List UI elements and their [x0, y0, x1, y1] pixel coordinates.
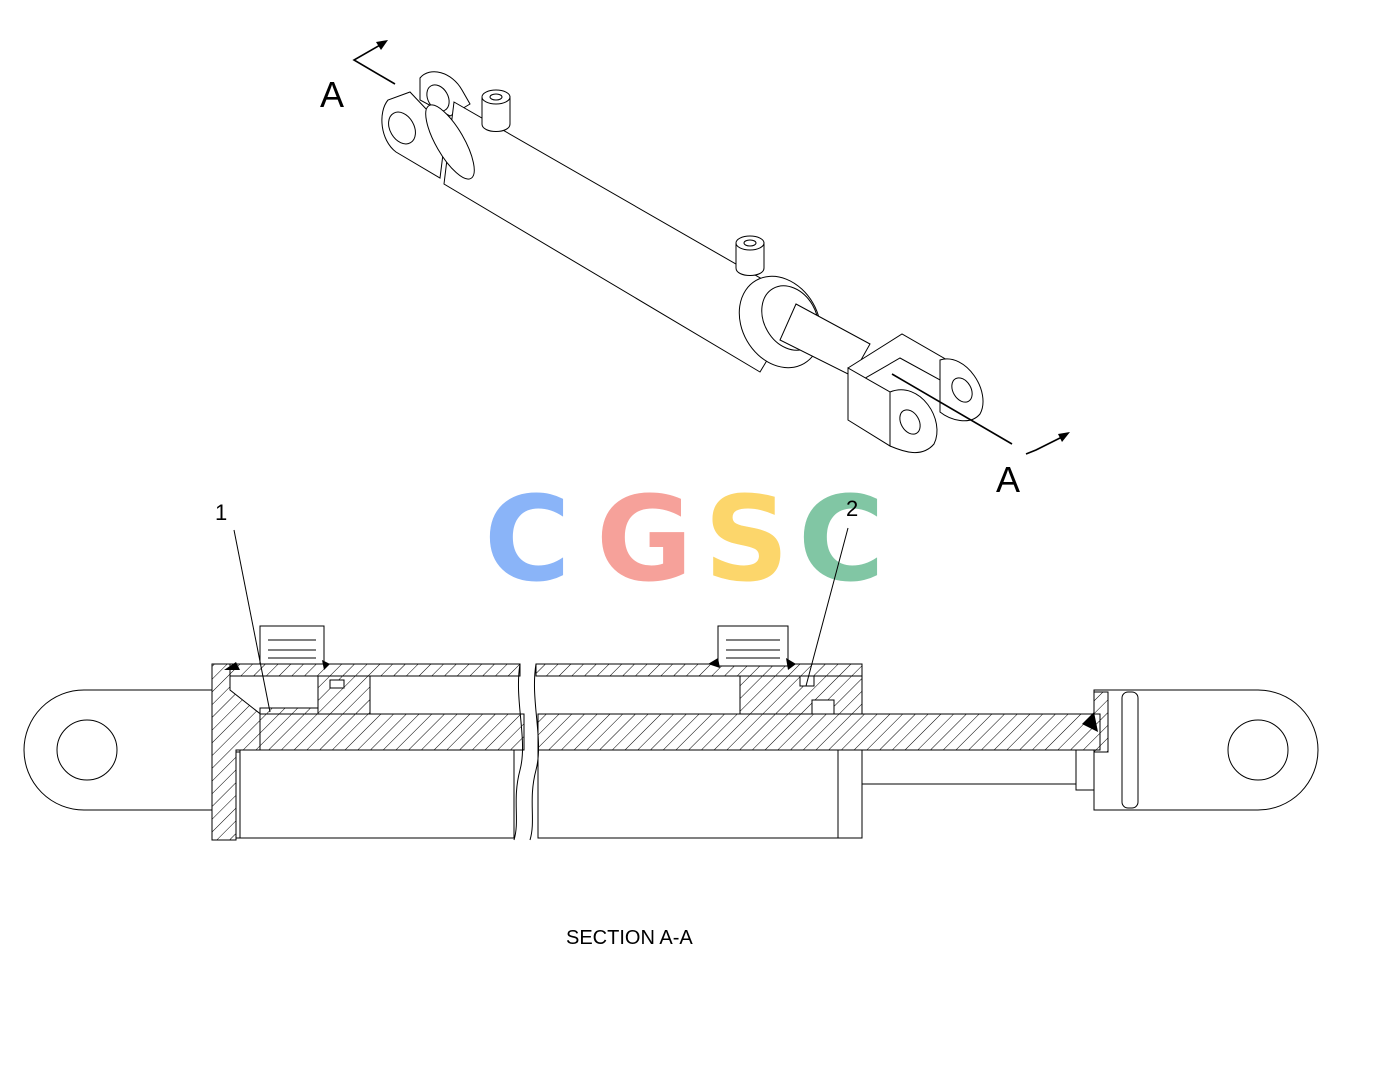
isometric-view: A [320, 40, 1070, 500]
barrel-wall-right [535, 663, 863, 677]
section-title: SECTION A-A [566, 927, 693, 949]
break-line [513, 663, 523, 841]
watermark-letter-c1: C [484, 470, 571, 608]
section-view [23, 527, 1319, 841]
callout-2-leader [805, 527, 849, 687]
section-marker-bottom: A [996, 459, 1020, 500]
section-arrow-bottom [891, 373, 1070, 455]
rod-end-weld [1082, 712, 1098, 732]
callout-2-label: 2 [846, 496, 858, 521]
barrel-body [239, 749, 515, 839]
rod-end-eye [1093, 689, 1319, 811]
rod-section-left [259, 713, 525, 751]
callout-1-leader [233, 529, 271, 713]
rear-port-section [224, 625, 330, 670]
watermark-letter-g: G [596, 470, 693, 608]
rod-clevis [847, 333, 984, 453]
callout-1-label: 1 [215, 500, 227, 525]
watermark-letter-c2: C [798, 470, 885, 608]
barrel-wall-left [227, 663, 521, 677]
front-port-section [708, 625, 796, 670]
front-port [735, 235, 765, 276]
watermark: C G S C [484, 470, 885, 608]
section-arrow-top [352, 40, 396, 85]
watermark-letter-s: S [704, 470, 789, 608]
section-marker-top: A [320, 74, 344, 115]
rear-port [481, 89, 511, 132]
rear-eye [23, 689, 212, 811]
rod-exposed [861, 749, 1077, 785]
rod-section-right [537, 713, 1101, 751]
